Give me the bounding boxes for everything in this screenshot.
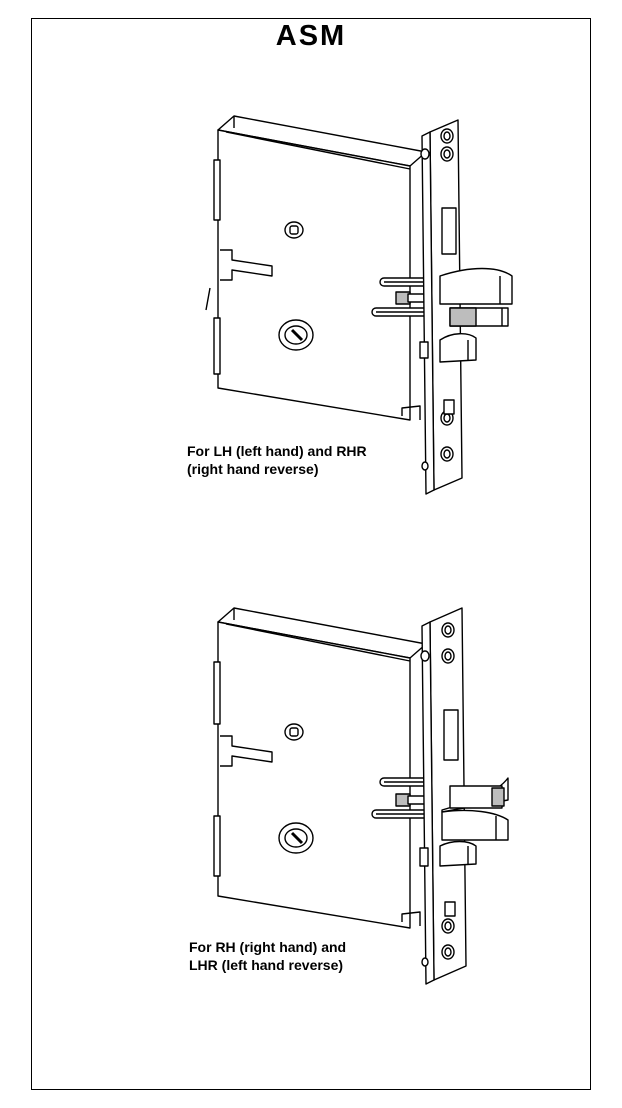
deadlatch (419, 840, 477, 867)
lock-case (213, 607, 433, 929)
mortise-lock-drawing-rh-lhr (213, 607, 509, 985)
face-plate (420, 119, 463, 495)
mortise-lock-figure-rh-lhr: For RH (right hand) and LHR (left hand r… (0, 550, 622, 1010)
figure-caption: For LH (left hand) and RHR (right hand r… (187, 442, 367, 478)
caption-line-2: (right hand reverse) (187, 461, 319, 477)
caption-line-1: For RH (right hand) and (189, 939, 347, 955)
diagram-title: ASM (275, 20, 347, 52)
lock-case (205, 115, 433, 421)
diagram-frame (31, 18, 591, 1090)
figure-caption: For RH (right hand) and LHR (left hand r… (189, 938, 346, 974)
mortise-lock-drawing-lh-rhr (205, 115, 513, 495)
latch-bolt (441, 777, 509, 841)
deadlatch (419, 333, 477, 363)
face-plate (420, 607, 467, 985)
caption-line-1: For LH (left hand) and RHR (187, 443, 367, 459)
mortise-lock-figure-lh-rhr: For LH (left hand) and RHR (right hand r… (0, 70, 622, 530)
latch-bolt (439, 267, 513, 327)
caption-line-2: LHR (left hand reverse) (189, 957, 344, 973)
